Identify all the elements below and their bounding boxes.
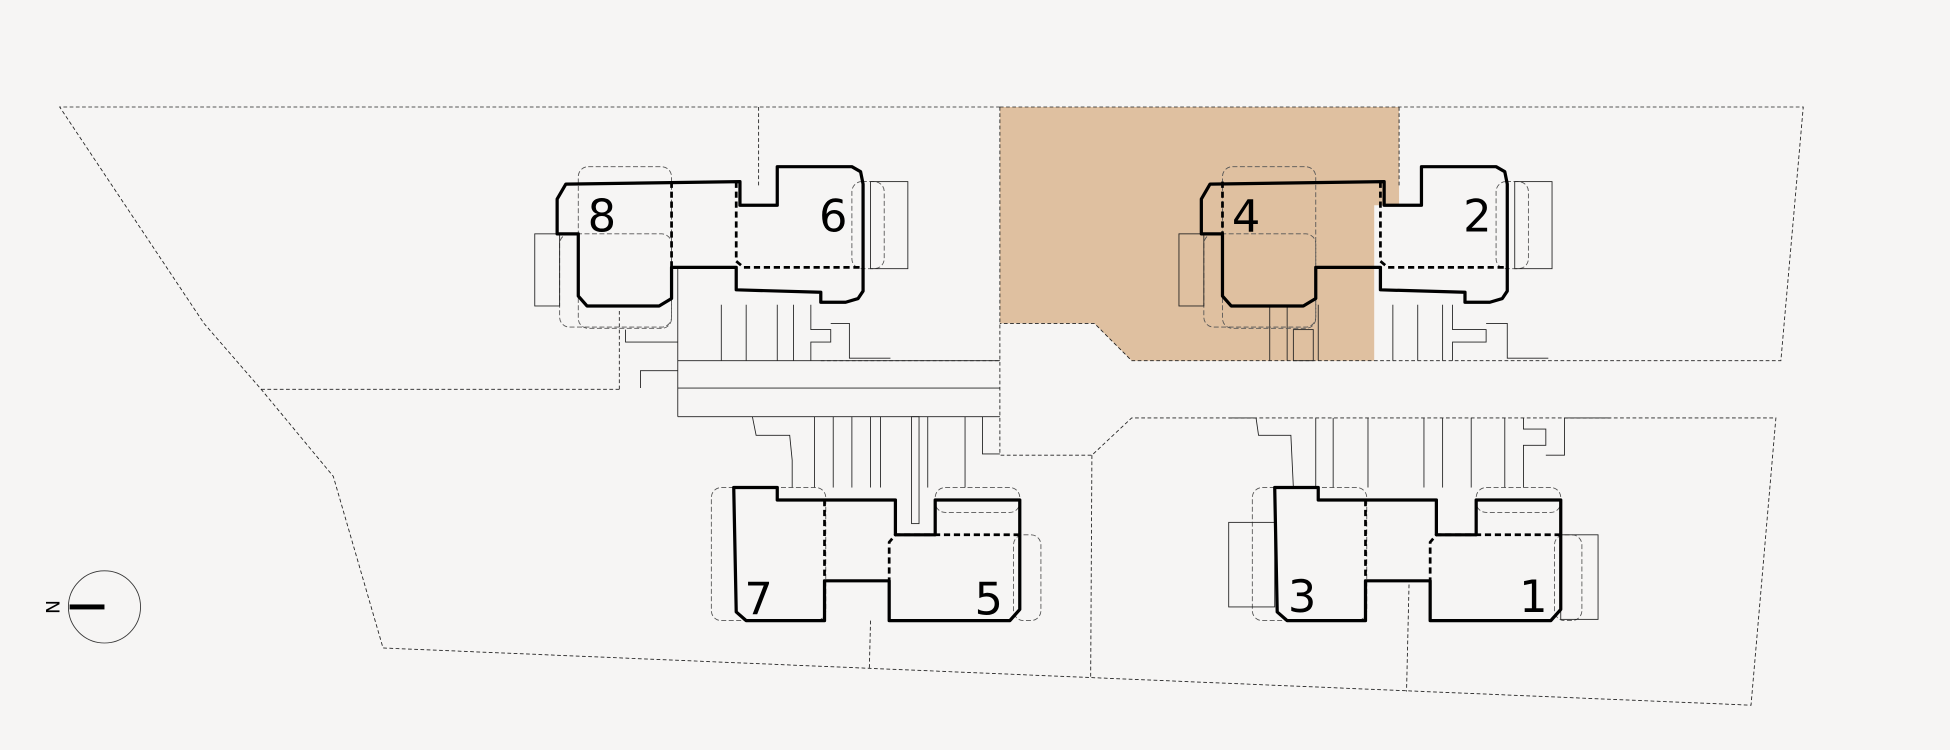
building-8-6[interactable] xyxy=(555,165,865,308)
unit-label-7: 7 xyxy=(744,572,772,625)
north-arrow-icon: N xyxy=(41,570,141,644)
driveway xyxy=(625,267,1611,525)
unit-label-5: 5 xyxy=(974,572,1002,625)
unit-label-2: 2 xyxy=(1463,189,1491,242)
unit-label-3: 3 xyxy=(1288,570,1316,623)
site-boundaries xyxy=(58,106,1804,706)
unit-label-8: 8 xyxy=(588,189,616,242)
building-3-1[interactable] xyxy=(1273,485,1563,623)
building-7-5[interactable] xyxy=(732,485,1022,623)
building-4-2[interactable] xyxy=(1199,165,1509,308)
unit-label-1: 1 xyxy=(1519,570,1547,623)
unit-label-4: 4 xyxy=(1232,189,1260,242)
north-label: N xyxy=(41,600,62,614)
unit-label-6: 6 xyxy=(819,189,847,242)
